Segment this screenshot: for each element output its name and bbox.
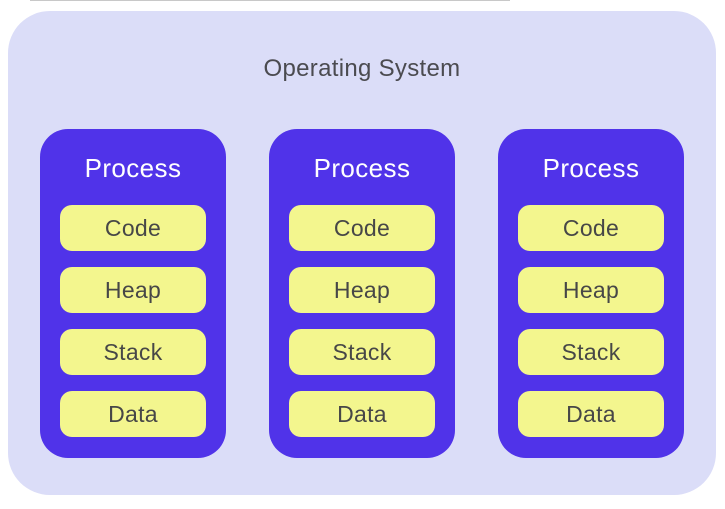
segment-stack: Stack <box>289 329 435 375</box>
process-title: Process <box>84 153 182 183</box>
segment-heap: Heap <box>518 267 664 313</box>
segment-data: Data <box>60 391 206 437</box>
segment-list: Code Heap Stack Data <box>289 205 435 437</box>
operating-system-title: Operating System <box>263 55 461 82</box>
process-box-1: Process Code Heap Stack Data <box>40 129 226 458</box>
segment-code: Code <box>289 205 435 251</box>
top-edge-line <box>30 0 510 1</box>
segment-list: Code Heap Stack Data <box>518 205 664 437</box>
segment-code: Code <box>518 205 664 251</box>
segment-data: Data <box>518 391 664 437</box>
operating-system-container: Operating System Process Code Heap Stack… <box>8 11 716 495</box>
segment-data: Data <box>289 391 435 437</box>
process-title: Process <box>313 153 411 183</box>
segment-heap: Heap <box>60 267 206 313</box>
process-title: Process <box>542 153 640 183</box>
segment-stack: Stack <box>518 329 664 375</box>
process-row: Process Code Heap Stack Data Process Cod… <box>8 129 716 458</box>
segment-code: Code <box>60 205 206 251</box>
segment-list: Code Heap Stack Data <box>60 205 206 437</box>
segment-stack: Stack <box>60 329 206 375</box>
segment-heap: Heap <box>289 267 435 313</box>
process-box-2: Process Code Heap Stack Data <box>269 129 455 458</box>
process-box-3: Process Code Heap Stack Data <box>498 129 684 458</box>
